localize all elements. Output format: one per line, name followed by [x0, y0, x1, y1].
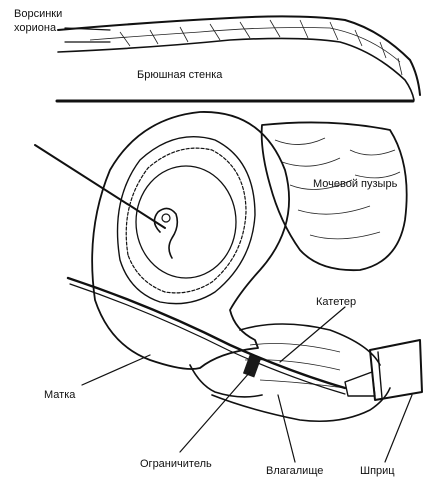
label-catheter: Катетер: [316, 296, 356, 308]
uterus-outline: [92, 112, 289, 397]
label-abdominal-wall: Брюшная стенка: [137, 69, 223, 81]
label-syringe: Шприц: [360, 465, 395, 477]
abdominal-wall-layers: [57, 16, 420, 101]
label-uterus: Матка: [44, 389, 76, 401]
label-bladder: Мочевой пузырь: [313, 178, 398, 190]
label-villi-line1: Ворсинки: [14, 8, 62, 20]
catheter: [68, 278, 345, 394]
syringe: [345, 340, 422, 400]
label-limiter: Ограничитель: [140, 458, 212, 470]
bladder-outline: [262, 122, 407, 270]
label-villi-line2: хориона: [14, 22, 57, 34]
needle-line: [35, 145, 165, 228]
label-vagina: Влагалище: [266, 465, 323, 477]
